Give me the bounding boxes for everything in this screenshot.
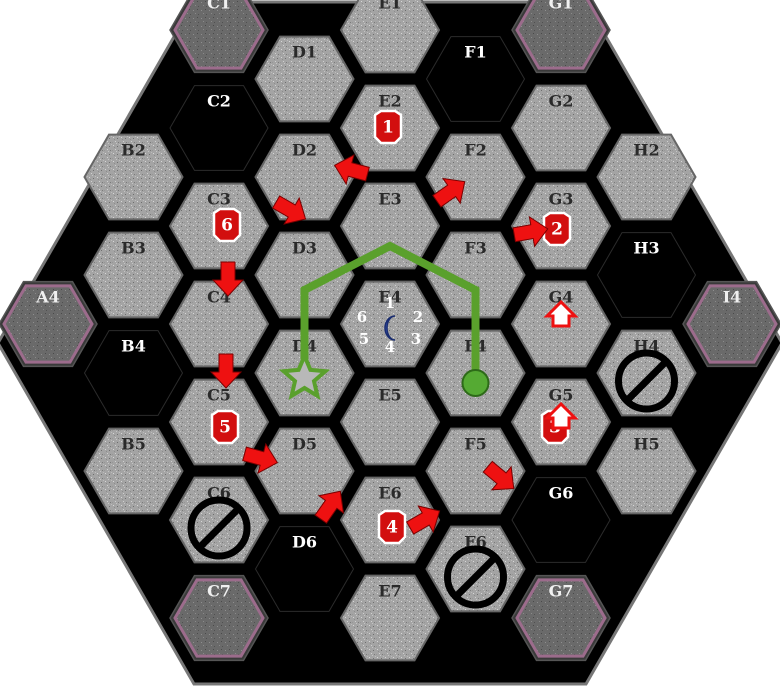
hex-label-g3: G3 [549, 190, 574, 209]
hex-label-b3: B3 [121, 239, 146, 258]
hex-label-b5: B5 [121, 435, 146, 454]
number-badge-6: 6 [214, 209, 240, 241]
hex-label-b2: B2 [121, 141, 146, 160]
die-face-1: 1 [385, 294, 395, 312]
hex-label-c1: C1 [207, 0, 231, 13]
hex-label-f3: F3 [464, 239, 487, 258]
badge-number: 2 [551, 220, 563, 240]
hex-label-e7: E7 [378, 582, 401, 601]
die-face-5: 5 [359, 330, 369, 348]
hex-label-e2: E2 [378, 92, 401, 111]
hex-label-c5: C5 [207, 386, 231, 405]
hex-label-i4: I4 [723, 288, 742, 307]
hex-label-e5: E5 [378, 386, 401, 405]
hex-label-g6: G6 [549, 484, 574, 503]
badge-number: 1 [382, 118, 394, 138]
hex-label-g1: G1 [549, 0, 574, 13]
number-badge-5: 5 [212, 411, 238, 443]
hex-label-d1: D1 [292, 43, 317, 62]
hex-label-g7: G7 [549, 582, 574, 601]
hex-label-d3: D3 [292, 239, 317, 258]
hex-label-h3: H3 [633, 239, 659, 258]
hex-label-f1: F1 [464, 43, 487, 62]
hex-label-h5: H5 [633, 435, 659, 454]
hex-label-f5: F5 [464, 435, 487, 454]
number-badge-4: 4 [379, 511, 405, 543]
hex-label-d5: D5 [292, 435, 317, 454]
hex-label-h2: H2 [633, 141, 659, 160]
hex-label-c3: C3 [207, 190, 231, 209]
hex-label-c7: C7 [207, 582, 231, 601]
hex-label-c2: C2 [207, 92, 231, 111]
hex-label-e1: E1 [378, 0, 401, 13]
die-face-2: 2 [413, 308, 423, 326]
hex-label-f2: F2 [464, 141, 487, 160]
die-face-6: 6 [357, 308, 367, 326]
hex-label-b4: B4 [121, 337, 146, 356]
badge-number: 6 [221, 216, 233, 236]
hex-label-g5: G5 [549, 386, 574, 405]
hex-label-g2: G2 [549, 92, 574, 111]
hex-label-d6: D6 [292, 533, 317, 552]
hex-label-a4: A4 [35, 288, 60, 307]
hex-label-e3: E3 [378, 190, 401, 209]
hex-label-d2: D2 [292, 141, 317, 160]
die-face-4: 4 [385, 338, 395, 356]
badge-number: 5 [219, 418, 231, 438]
path-end-marker [463, 370, 489, 396]
number-badge-1: 1 [375, 111, 401, 143]
die-face-3: 3 [411, 330, 421, 348]
hex-label-e6: E6 [378, 484, 401, 503]
badge-number: 4 [386, 518, 398, 538]
